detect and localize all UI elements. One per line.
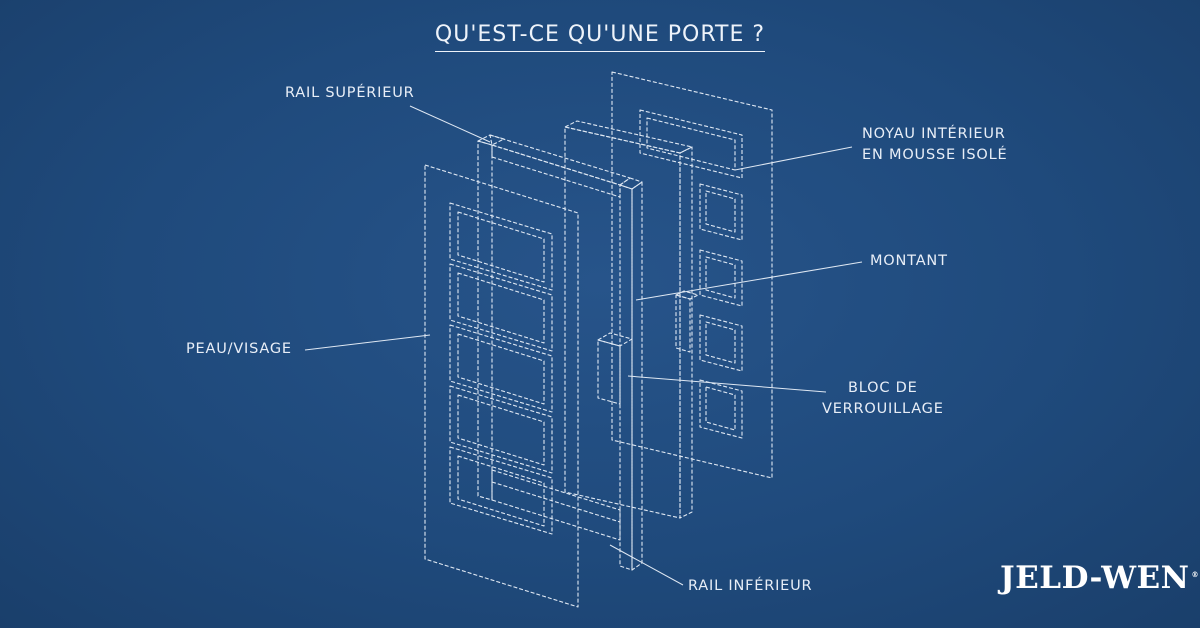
leader-rail-inferieur	[610, 545, 683, 585]
page-title: QU'EST-CE QU'UNE PORTE ?	[0, 22, 1200, 52]
label-rail-inferieur: RAIL INFÉRIEUR	[688, 578, 813, 594]
brand-name: JELD-WEN	[1000, 560, 1190, 596]
label-montant: MONTANT	[870, 253, 948, 269]
leader-rail-superieur	[410, 106, 490, 142]
leader-peau-visage	[305, 335, 430, 350]
front-skin-panel	[425, 165, 578, 607]
brand-registered-mark: ®	[1191, 569, 1200, 579]
leader-noyau	[735, 147, 852, 170]
door-frame	[478, 135, 698, 570]
label-bloc-line2: VERROUILLAGE	[822, 401, 944, 417]
label-noyau-line2: EN MOUSSE ISOLÉ	[862, 147, 1008, 163]
leader-bloc	[628, 376, 826, 392]
label-bloc-line1: BLOC DE	[848, 380, 918, 396]
foam-core	[565, 121, 692, 518]
label-rail-superieur: RAIL SUPÉRIEUR	[285, 85, 415, 101]
label-noyau-line1: NOYAU INTÉRIEUR	[862, 126, 1006, 142]
label-peau-visage: PEAU/VISAGE	[186, 341, 292, 357]
leader-lines	[305, 106, 862, 585]
leader-montant	[636, 262, 862, 300]
title-text: QU'EST-CE QU'UNE PORTE ?	[434, 22, 766, 52]
jeldwen-logo: JELD-WEN®	[1000, 560, 1199, 596]
